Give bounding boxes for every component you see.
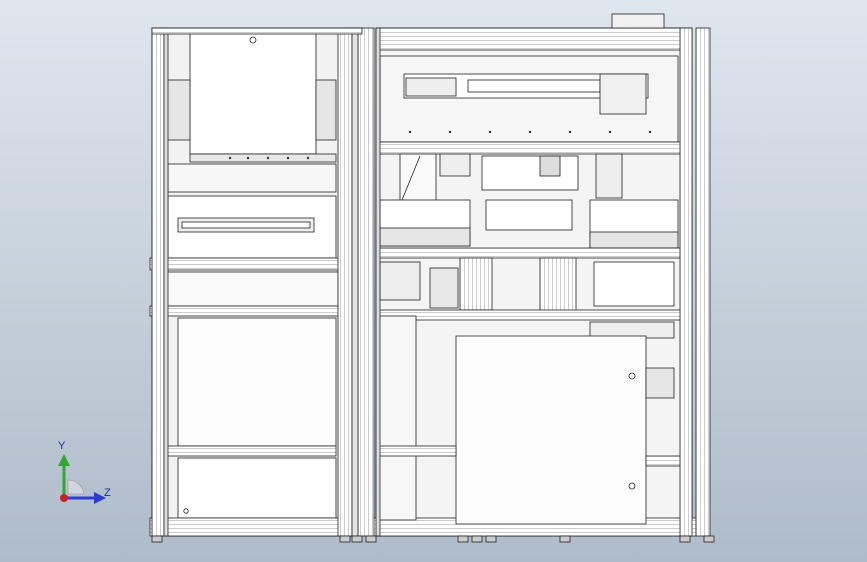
y-axis-label: Y: [58, 440, 66, 452]
left-rail-3: [163, 445, 337, 457]
gripper-bracket: [399, 153, 437, 203]
left-mid-rail: [149, 257, 363, 271]
post-right-outer: [695, 27, 711, 537]
upper-left-cabinet: [189, 29, 317, 155]
drawer-band: [167, 163, 337, 193]
lower-left-cabinet: [177, 317, 337, 447]
post-left-outer: [151, 27, 165, 537]
right-mid-rail: [375, 247, 693, 259]
post-mid-right: [357, 27, 375, 537]
left-rail-2: [149, 305, 363, 317]
leveling-feet: [151, 535, 715, 543]
axis-triad-graphic: [58, 454, 106, 504]
motor: [379, 261, 421, 301]
right-side-box: [593, 261, 675, 307]
top-sensor: [611, 13, 665, 29]
gripper-mechanism: [481, 155, 579, 191]
module-block-2: [485, 199, 573, 231]
axis-triad: Y Z: [40, 436, 130, 516]
control-cabinet: [455, 335, 647, 525]
lower-left-door: [177, 457, 337, 519]
post-left-inner: [163, 27, 169, 537]
z-axis-label: Z: [104, 487, 111, 499]
top-rail: [151, 27, 363, 35]
post-right-inner: [679, 27, 693, 537]
right-rail-2: [375, 309, 693, 321]
post-mid-left: [337, 27, 353, 537]
